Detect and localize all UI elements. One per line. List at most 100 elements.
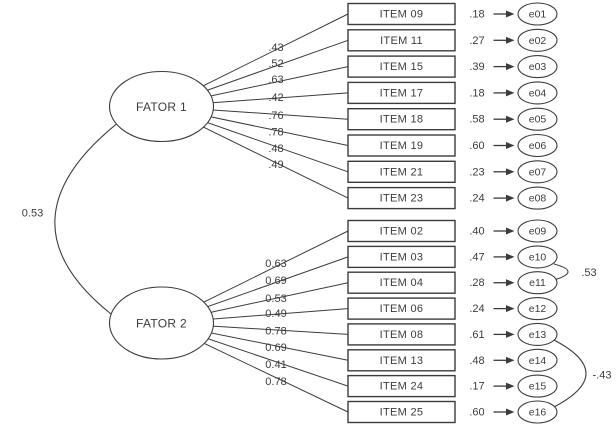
item-label: ITEM 21 (380, 166, 424, 178)
item-box (347, 323, 456, 346)
loading-value: 0.53 (265, 293, 286, 305)
loading-value: .63 (268, 74, 283, 86)
error-variance-label: .18 (469, 9, 484, 21)
loading-value: .48 (268, 143, 283, 155)
error-variance-label: .58 (469, 114, 484, 126)
error-variance-label: .24 (469, 303, 484, 315)
item-box (347, 134, 456, 157)
item-label: ITEM 11 (380, 35, 423, 47)
item-label: ITEM 13 (380, 355, 424, 367)
error-ellipse (517, 348, 558, 372)
error-ellipse (517, 322, 558, 346)
loading-value: 0.49 (265, 308, 286, 320)
item-box (347, 186, 456, 210)
item-box (347, 55, 456, 78)
error-label: e04 (529, 87, 547, 99)
error-covariance-label-e13-e16: -.43 (593, 370, 612, 382)
error-ellipse (517, 297, 558, 321)
loading-value: .76 (268, 110, 283, 122)
loading-value: 0.78 (265, 326, 286, 338)
error-label: e12 (529, 303, 547, 315)
error-label: e02 (529, 35, 547, 47)
error-label: e13 (529, 329, 547, 341)
error-variance-label: .48 (469, 355, 484, 367)
factor-ellipse (108, 286, 215, 360)
item-row: ITEM 24 .17 e15 (347, 374, 558, 398)
loading-value: 0.69 (265, 275, 286, 287)
item-row: ITEM 18 .58 e05 (347, 107, 558, 131)
error-variance-label: .47 (469, 251, 484, 263)
loading-value: .78 (268, 127, 283, 139)
loading-value: .43 (268, 42, 283, 54)
factor-2: FATOR 2 (108, 286, 215, 360)
error-ellipse (517, 133, 558, 158)
item-box (347, 219, 456, 243)
error-variance-label: .28 (469, 277, 484, 289)
error-variance-label: .23 (469, 166, 484, 178)
item-row: ITEM 06 .24 e12 (347, 297, 558, 321)
error-ellipse (517, 374, 558, 398)
item-label: ITEM 09 (380, 9, 424, 21)
error-ellipse (517, 2, 558, 26)
item-row: ITEM 13 .48 e14 (347, 348, 558, 372)
error-label: e05 (529, 114, 547, 126)
error-covariance-path-e13-e16 (553, 339, 587, 408)
item-box (347, 349, 456, 372)
item-row: ITEM 23 .24 e08 (347, 186, 558, 210)
error-variance-label: .18 (469, 87, 484, 99)
error-label: e09 (529, 226, 547, 238)
item-row: ITEM 09 .18 e01 (347, 2, 558, 26)
factor-covariance-path (54, 123, 117, 315)
error-variance-label: .39 (469, 61, 484, 73)
loading-value: .52 (268, 58, 283, 70)
loading-value: .49 (268, 159, 283, 171)
error-label: e10 (529, 251, 547, 263)
item-row: ITEM 08 .61 e13 (347, 322, 558, 346)
item-box (347, 400, 456, 424)
error-label: e14 (529, 355, 547, 367)
loading-value: 0.78 (265, 376, 286, 388)
error-ellipse (517, 107, 558, 131)
error-covariance-label-e10-e11: .53 (581, 267, 596, 279)
item-row: ITEM 21 .23 e07 (347, 160, 558, 184)
error-variance-label: .60 (469, 407, 484, 419)
error-label: e16 (529, 407, 547, 419)
error-ellipse (517, 160, 558, 184)
item-box (347, 2, 456, 26)
error-label: e06 (529, 140, 547, 152)
item-label: ITEM 24 (380, 381, 424, 393)
error-ellipse (517, 245, 558, 269)
factor-ellipse (108, 70, 215, 143)
item-box (347, 29, 456, 52)
error-ellipse (517, 81, 558, 105)
error-label: e01 (529, 9, 547, 21)
error-ellipse (517, 400, 558, 424)
item-label: ITEM 17 (380, 87, 424, 99)
factor-covariance-label: 0.53 (22, 208, 43, 220)
error-ellipse (517, 55, 558, 79)
item-label: ITEM 02 (380, 226, 424, 238)
item-box (347, 81, 456, 105)
loading-value: 0.69 (265, 342, 286, 354)
item-label: ITEM 25 (380, 407, 424, 419)
item-label: ITEM 18 (380, 114, 424, 126)
item-label: ITEM 23 (380, 193, 424, 205)
loading-value: .42 (268, 92, 283, 104)
item-label: ITEM 19 (380, 140, 424, 152)
error-ellipse (517, 186, 558, 210)
item-row: ITEM 25 .60 e16 (347, 400, 558, 424)
error-variance-label: .60 (469, 140, 484, 152)
item-row: ITEM 17 .18 e04 (347, 81, 558, 105)
factor-label: FATOR 2 (136, 317, 187, 331)
item-label: ITEM 03 (380, 251, 424, 263)
error-covariance-path-e10-e11 (553, 263, 569, 281)
item-box (347, 160, 456, 184)
error-variance-label: .17 (469, 381, 484, 393)
error-ellipse (517, 28, 558, 52)
item-label: ITEM 08 (380, 329, 424, 341)
item-row: ITEM 19 .60 e06 (347, 133, 558, 158)
item-label: ITEM 04 (380, 277, 424, 289)
loading-value: 0.63 (265, 258, 286, 270)
